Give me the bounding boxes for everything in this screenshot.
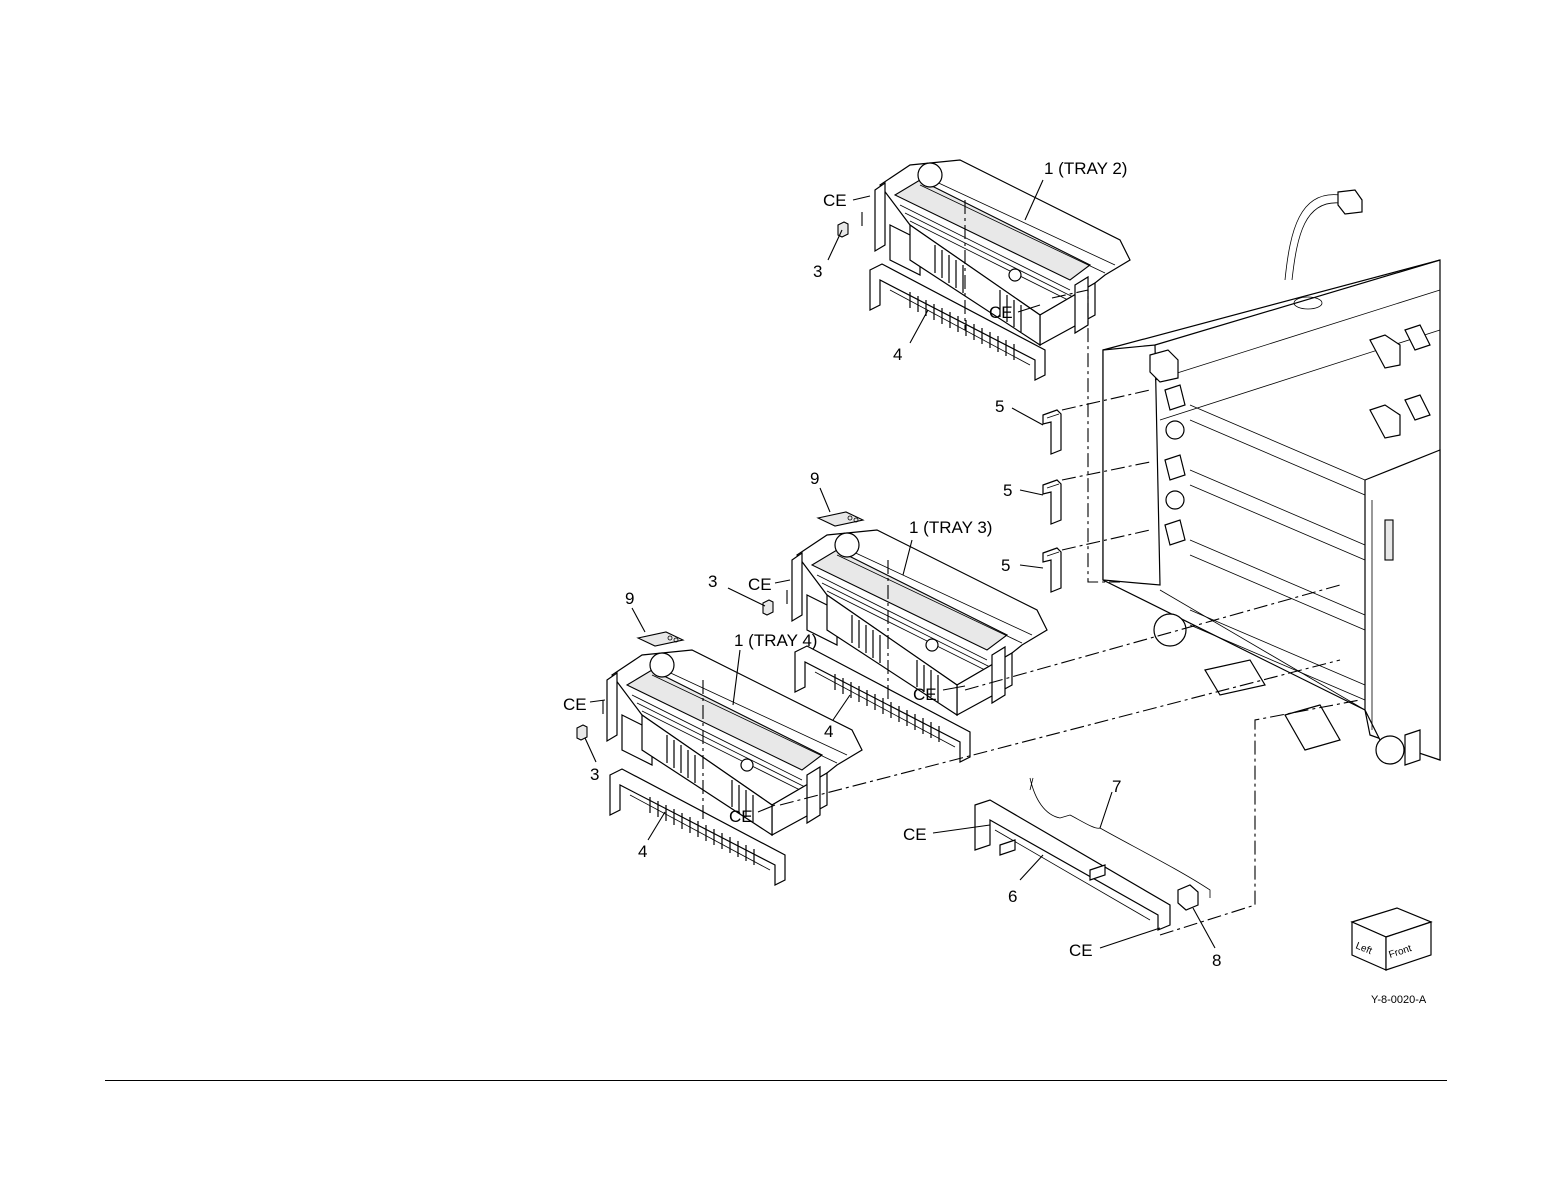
callout-ce-rail6-left: CE [903, 825, 927, 844]
stopper-part5-c [1043, 548, 1061, 592]
rail-part6 [975, 800, 1170, 930]
callout-6: 6 [1008, 887, 1017, 906]
label-part9-a [818, 512, 863, 526]
callout-4-low: 4 [638, 842, 647, 861]
callout-ce-tray4-top: CE [563, 695, 587, 714]
callout-ce-rail6-bottom: CE [1069, 941, 1093, 960]
callout-ce-tray2-top: CE [823, 191, 847, 210]
callout-ce-tray4-right: CE [729, 807, 753, 826]
label-part9-b [638, 632, 683, 646]
callout-9-mid: 9 [625, 589, 634, 608]
callout-8: 8 [1212, 951, 1221, 970]
callout-ce-tray2-right: CE [989, 303, 1013, 322]
callout-5-a: 5 [995, 397, 1004, 416]
clip-part3-b [763, 600, 773, 615]
callout-ce-tray3-right: CE [913, 685, 937, 704]
clip-part3-c [577, 725, 587, 740]
stopper-part5-b [1043, 480, 1061, 524]
machine-frame [1103, 190, 1440, 765]
callout-9-top: 9 [810, 469, 819, 488]
callout-3-mid: 3 [708, 572, 717, 591]
callout-4-mid: 4 [824, 722, 833, 741]
callout-tray4: 1 (TRAY 4) [734, 631, 817, 650]
figure-id: Y-8-0020-A [1371, 994, 1427, 1006]
callout-tray2: 1 (TRAY 2) [1044, 159, 1127, 178]
callout-tray3: 1 (TRAY 3) [909, 518, 992, 537]
callout-ce-tray3-top: CE [748, 575, 772, 594]
orientation-cube-icon: Left Front [1352, 908, 1431, 970]
sensor-part8 [1178, 885, 1198, 910]
callout-3-top: 3 [813, 262, 822, 281]
callout-5-b: 5 [1003, 481, 1012, 500]
footer-rule [105, 1080, 1447, 1081]
callout-7: 7 [1112, 777, 1121, 796]
callout-3-low: 3 [590, 765, 599, 784]
stopper-part5-a [1043, 410, 1061, 454]
callout-4-top: 4 [893, 345, 902, 364]
callout-5-c: 5 [1001, 556, 1010, 575]
